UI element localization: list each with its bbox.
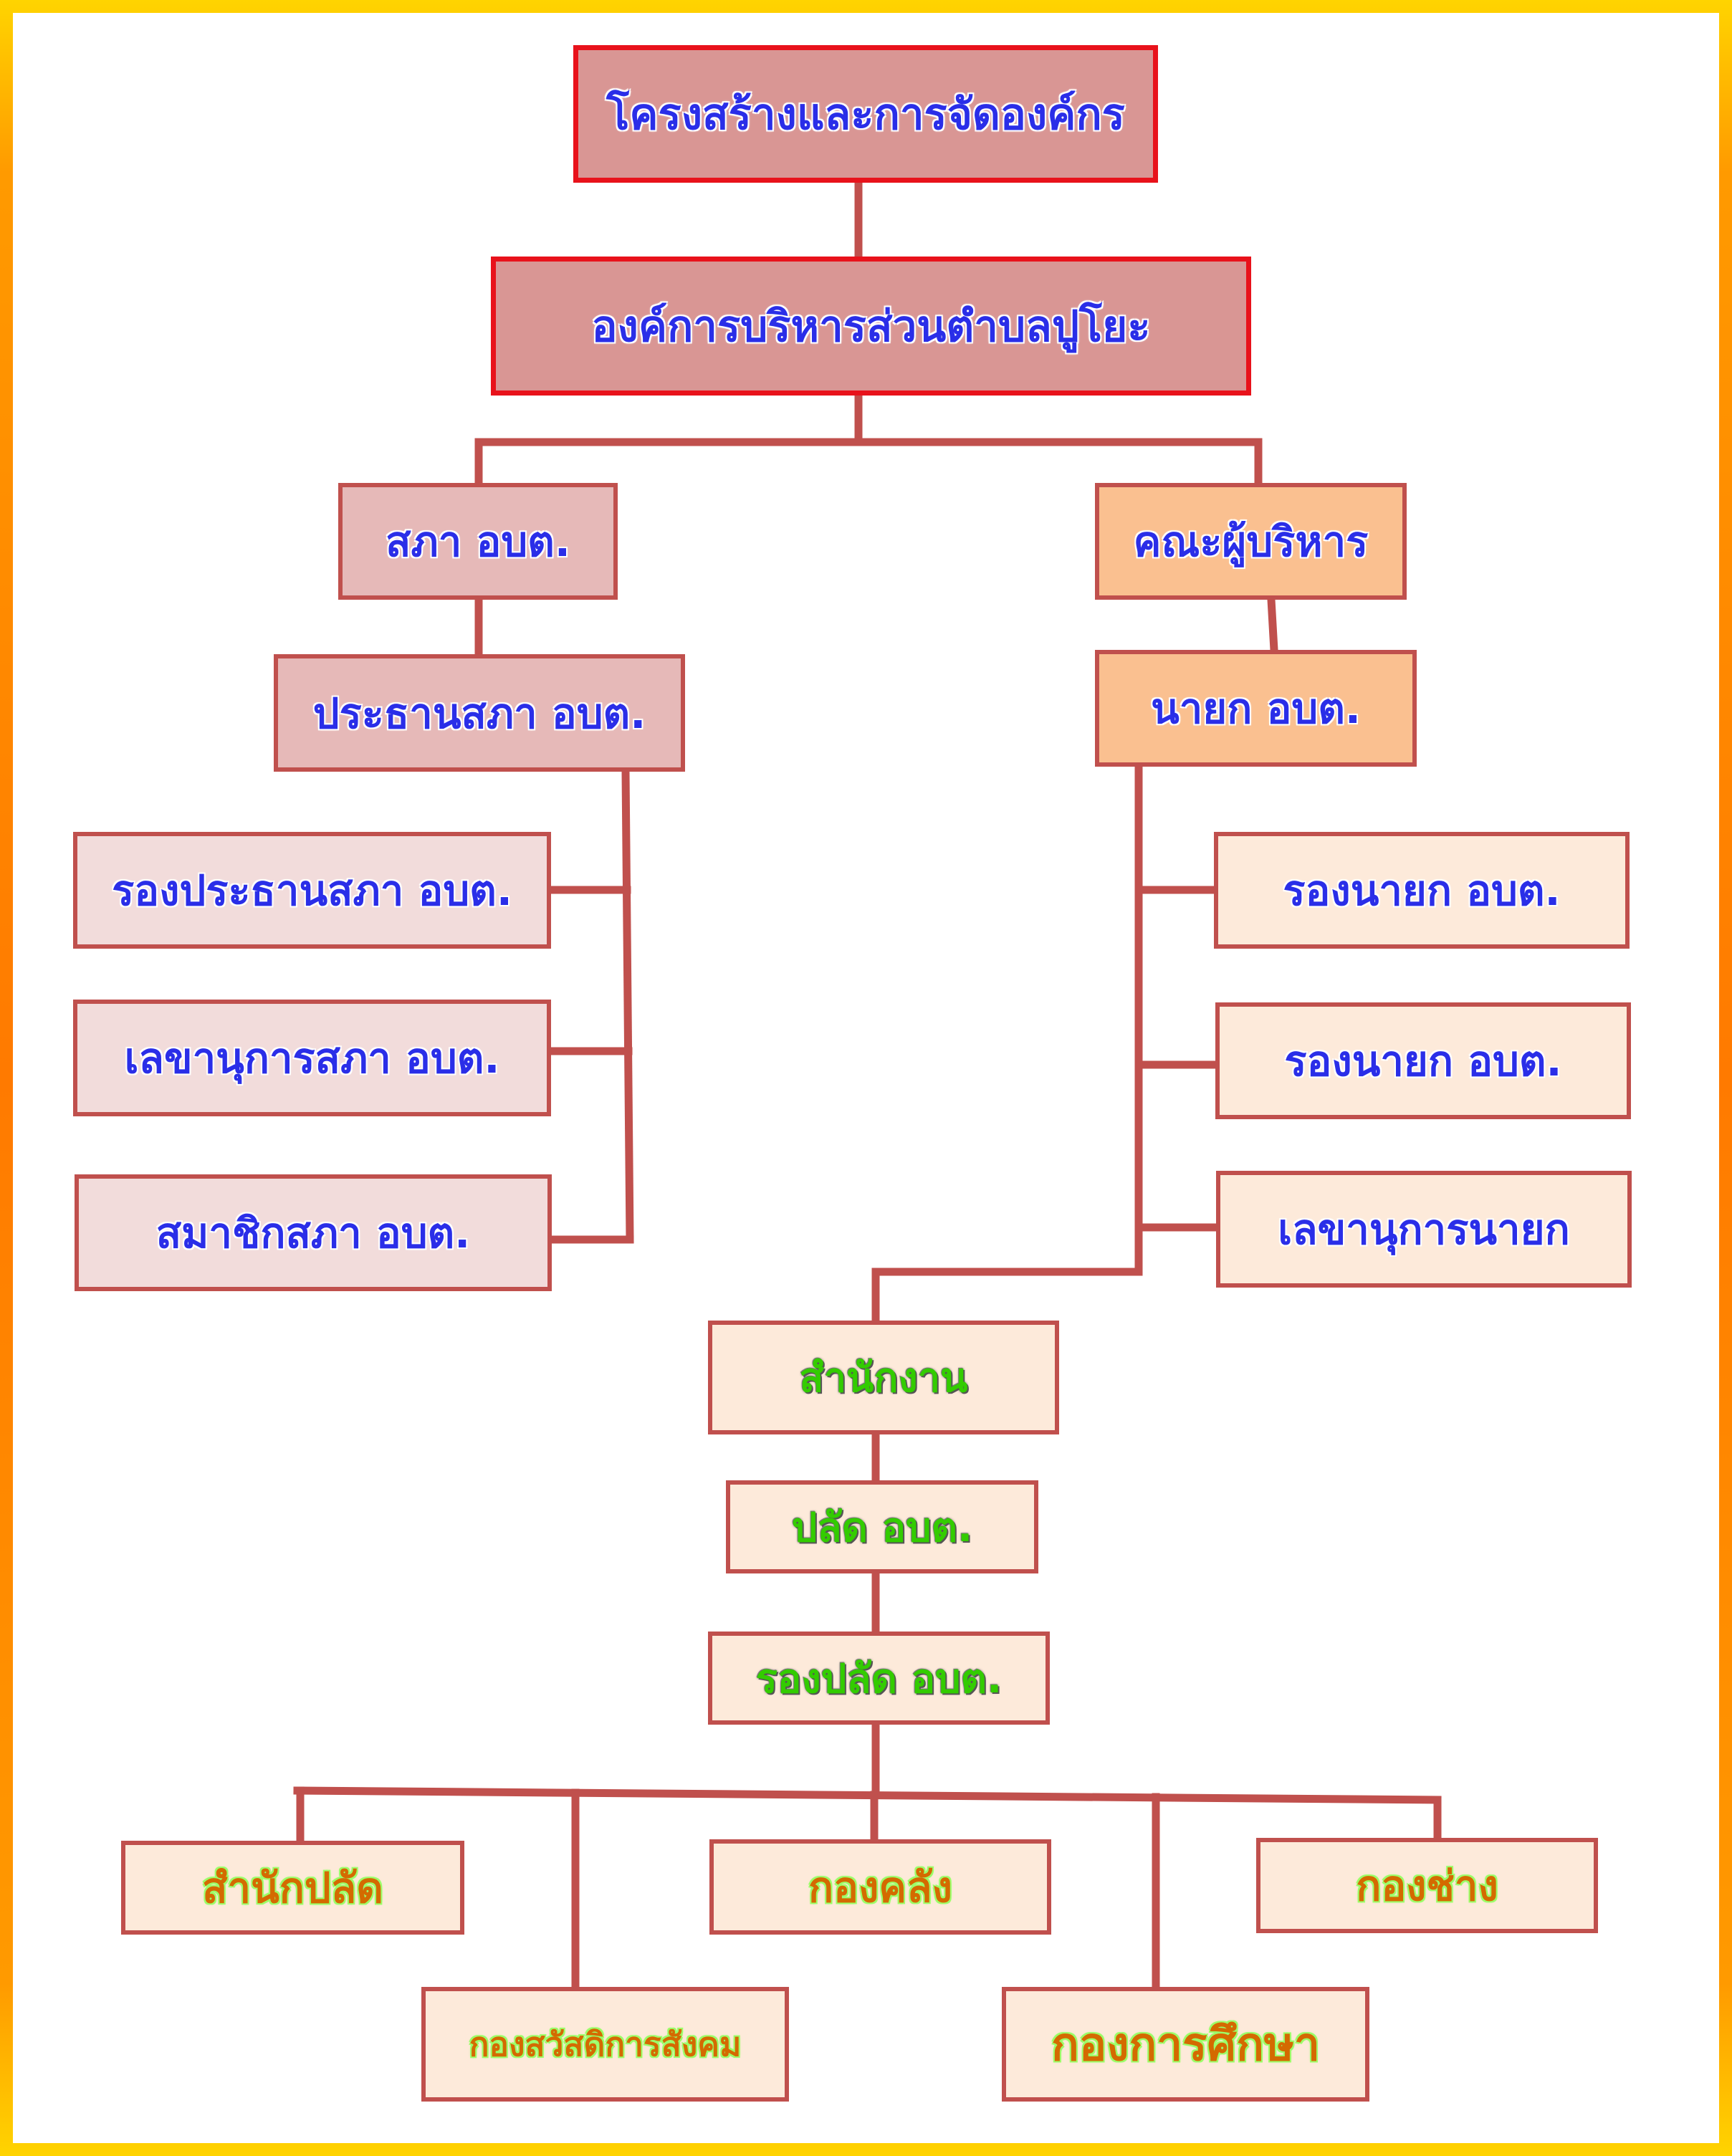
council-box: สภา อบต. bbox=[338, 483, 618, 600]
executive-member-box: รองนายก อบต. bbox=[1215, 1002, 1631, 1119]
chart-title: โครงสร้างและการจัดองค์กร bbox=[573, 45, 1158, 183]
division-box: กองการศึกษา bbox=[1002, 1987, 1369, 2102]
organization-box: องค์การบริหารส่วนตำบลปูโยะ bbox=[491, 257, 1251, 396]
division-box: กองคลัง bbox=[709, 1839, 1051, 1935]
executive-box: คณะผู้บริหาร bbox=[1095, 483, 1407, 600]
office-box: สำนักงาน bbox=[708, 1321, 1059, 1434]
executive-member-box: เลขานุการนายก bbox=[1216, 1171, 1632, 1288]
council-member-box: เลขานุการสภา อบต. bbox=[73, 1000, 551, 1116]
council-member-box: สมาชิกสภา อบต. bbox=[75, 1174, 552, 1291]
council-member-box: รองประธานสภา อบต. bbox=[73, 832, 551, 949]
division-box: กองสวัสดิการสังคม bbox=[421, 1987, 789, 2102]
deputy-chief-administrator-box: รองปลัด อบต. bbox=[708, 1632, 1050, 1725]
chief-administrator-box: ปลัด อบต. bbox=[726, 1480, 1038, 1573]
executive-member-box: รองนายก อบต. bbox=[1214, 832, 1630, 949]
division-box: สำนักปลัด bbox=[121, 1841, 464, 1935]
division-box: กองช่าง bbox=[1256, 1838, 1598, 1933]
mayor-box: นายก อบต. bbox=[1095, 650, 1417, 767]
council-chair-box: ประธานสภา อบต. bbox=[274, 654, 685, 772]
